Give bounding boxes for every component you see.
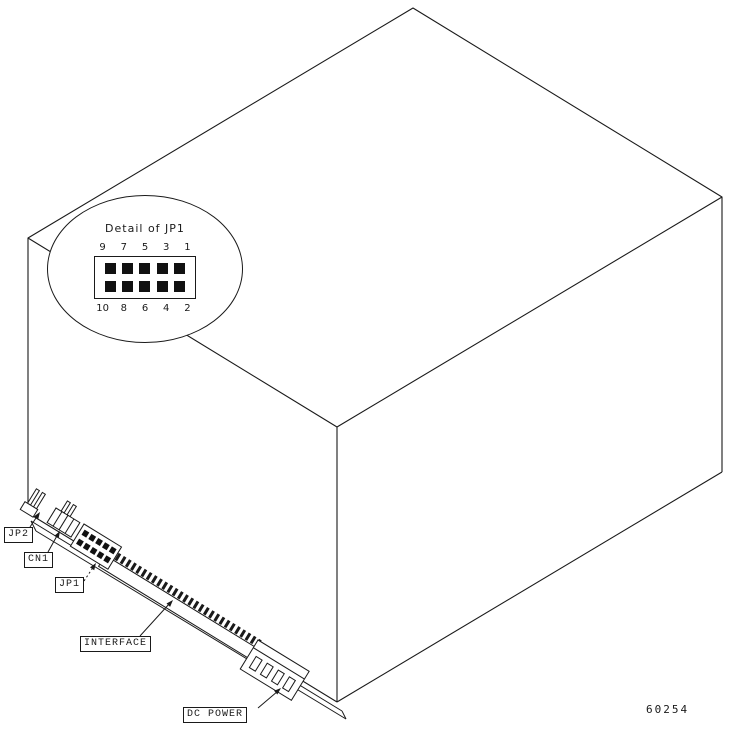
cn1-leader-line bbox=[47, 531, 60, 553]
jp1-detail-callout: Detail of JP1 9 7 5 3 1 10 8 6 4 2 bbox=[47, 195, 243, 343]
pin-number: 9 bbox=[99, 242, 106, 253]
jp2-connector bbox=[19, 488, 47, 518]
pin-number: 6 bbox=[141, 303, 149, 314]
pin-numbers-bottom-row: 10 8 6 4 2 bbox=[92, 303, 198, 314]
interface-leader-line bbox=[139, 600, 173, 637]
pin-square bbox=[156, 281, 168, 292]
dc-power-leader-line bbox=[257, 688, 281, 709]
device-enclosure-outline bbox=[27, 7, 723, 703]
pin-square bbox=[122, 281, 134, 292]
pin-square bbox=[156, 263, 168, 274]
jp1-pin-block bbox=[76, 529, 117, 564]
dc-power-connector bbox=[239, 639, 310, 702]
leader-lines bbox=[29, 512, 281, 709]
pin-number: 1 bbox=[184, 242, 191, 253]
cn1-connector bbox=[46, 500, 81, 538]
pin-number: 5 bbox=[141, 242, 149, 253]
pin-numbers-top-row: 9 7 5 3 1 bbox=[92, 242, 198, 253]
callout-title: Detail of JP1 bbox=[105, 222, 185, 235]
jp1-pin-grid bbox=[94, 256, 196, 299]
label-cn1: CN1 bbox=[24, 552, 54, 568]
jp1-connector bbox=[69, 523, 123, 570]
pin-square bbox=[173, 281, 185, 292]
pin-number: 2 bbox=[184, 303, 191, 314]
jp1-leader-line bbox=[83, 563, 96, 582]
pin-number: 10 bbox=[96, 303, 109, 314]
label-jp1: JP1 bbox=[55, 577, 85, 593]
label-jp2: JP2 bbox=[4, 527, 34, 543]
figure-number: 60254 bbox=[646, 703, 690, 716]
enclosure-bottom-right-edge bbox=[336, 471, 723, 703]
pin-number: 7 bbox=[120, 242, 127, 253]
jp2-leader-line bbox=[29, 512, 40, 528]
label-interface: INTERFACE bbox=[80, 636, 152, 652]
label-dc-power: DC POWER bbox=[183, 707, 248, 723]
pin-square bbox=[122, 263, 134, 274]
pin-number: 4 bbox=[163, 303, 170, 314]
pin-square bbox=[105, 263, 117, 274]
pin-square bbox=[173, 263, 185, 274]
pin-square bbox=[139, 263, 151, 274]
pin-number: 3 bbox=[163, 242, 170, 253]
pin-square bbox=[139, 281, 151, 292]
pin-number: 8 bbox=[120, 303, 127, 314]
pin-square bbox=[105, 281, 117, 292]
